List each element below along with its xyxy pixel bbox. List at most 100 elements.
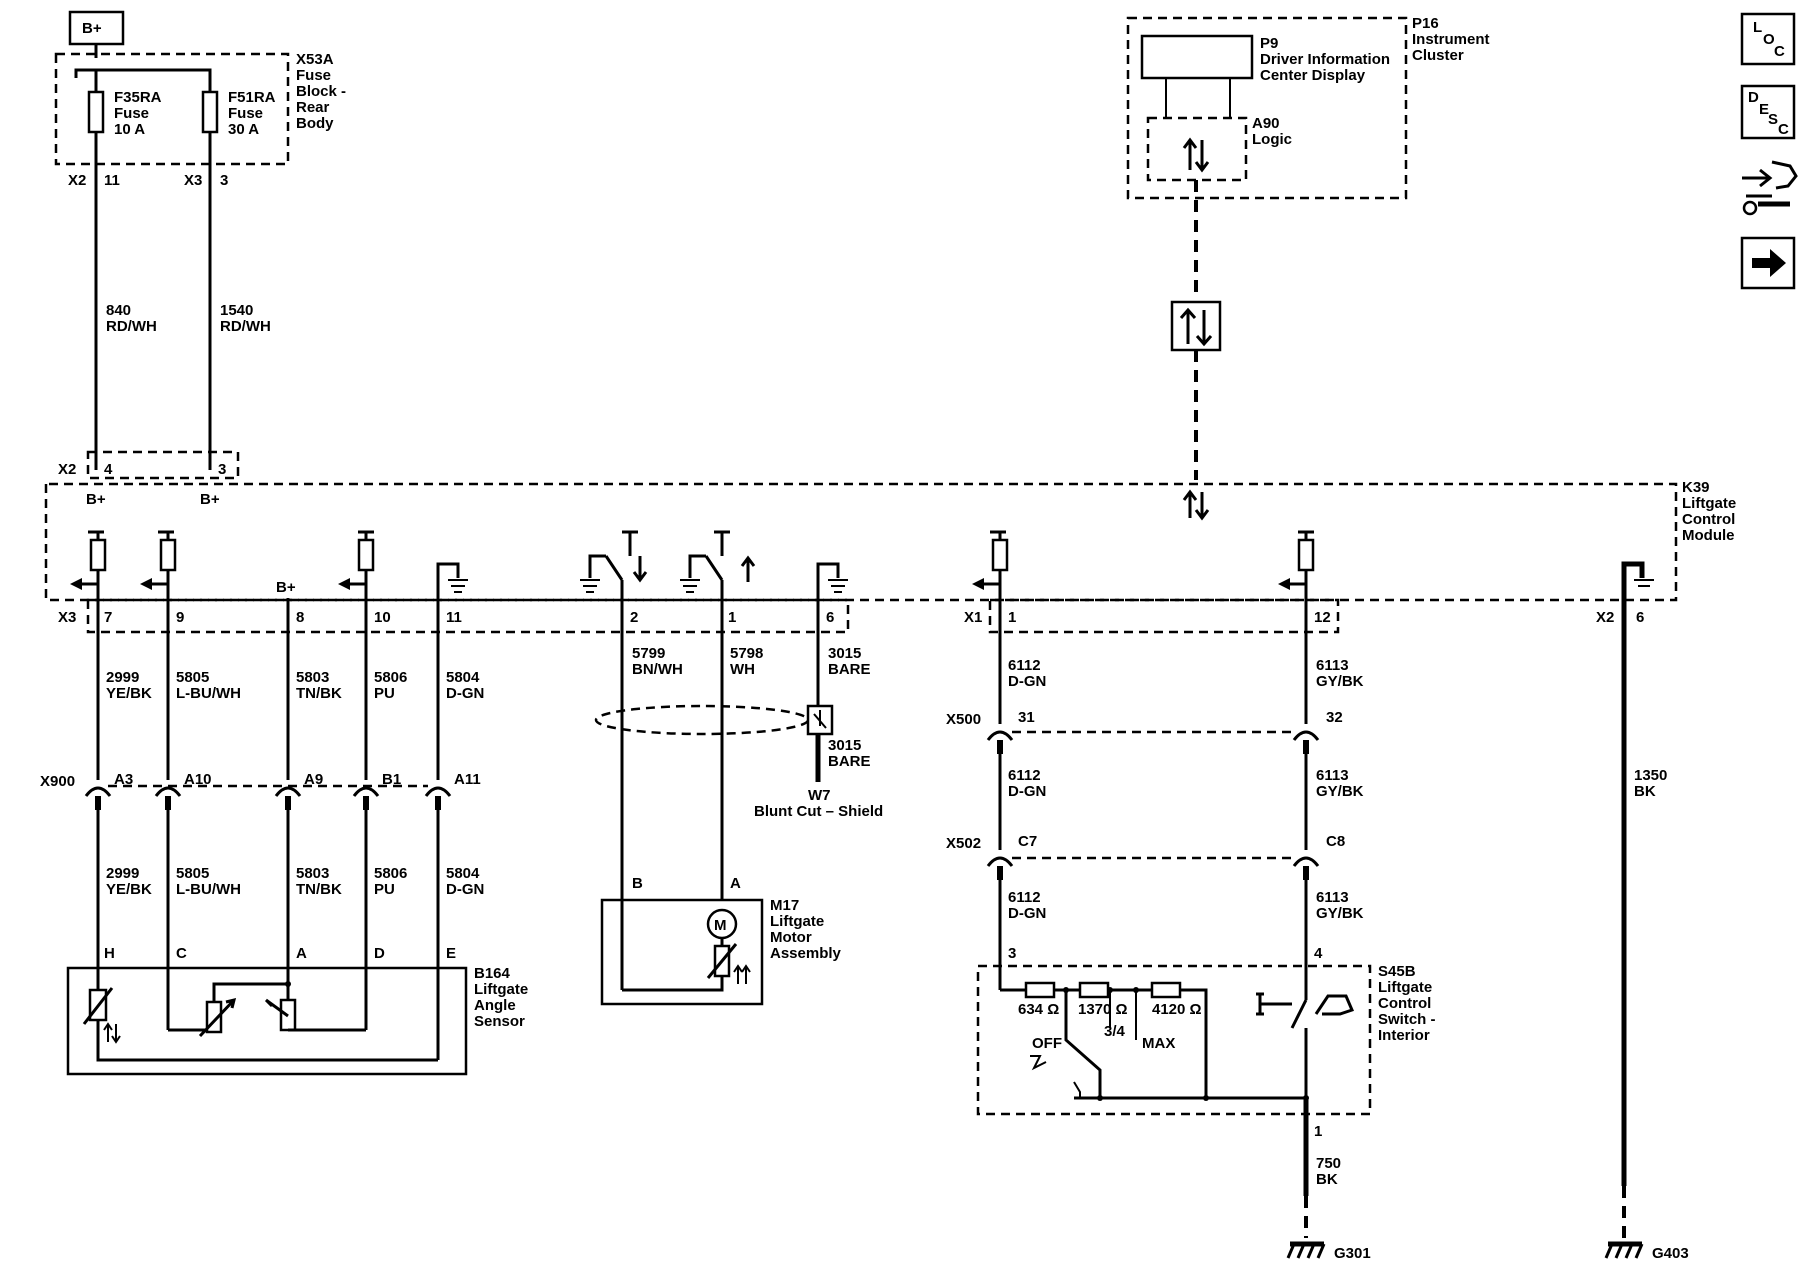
p9-name-2: Center Display <box>1260 67 1366 84</box>
k39-x3-pin-10: 10 <box>374 609 391 626</box>
wire-5804-circuit-b: 5804 <box>446 865 480 882</box>
k39-x3-pin-11: 11 <box>446 609 462 626</box>
fuse-block-x53a: F35RA Fuse 10 A F51RA Fuse 30 A X53A Fus… <box>54 51 346 189</box>
m17-pin-b: B <box>632 875 643 892</box>
s45b-id: S45B <box>1378 963 1416 980</box>
wire-2999-circuit-a: 2999 <box>106 669 139 686</box>
fuse-block-name-4: Body <box>296 115 334 132</box>
desc-s: S <box>1768 111 1778 128</box>
fuse-f51ra-id: F51RA <box>228 89 276 106</box>
x502-pin-c7: C7 <box>1018 833 1037 850</box>
wire-5806-circuit-a: 5806 <box>374 669 407 686</box>
serial-data-link <box>1170 180 1222 521</box>
ground-wires: 1 750 BK 1350 BK <box>1303 640 1667 1238</box>
wire-5803-circuit-b: 5803 <box>296 865 329 882</box>
wire-6113-circuit-b: 6113 <box>1316 767 1349 784</box>
a90-name: Logic <box>1252 131 1292 148</box>
fuse-block-id: X53A <box>296 51 334 68</box>
loc-c: C <box>1774 43 1785 60</box>
x500-pin-31: 31 <box>1018 709 1035 726</box>
wire-750-color: BK <box>1316 1171 1338 1188</box>
wire-5799-circuit: 5799 <box>632 645 665 662</box>
position-max: MAX <box>1142 1035 1175 1052</box>
m17-pin-a: A <box>730 875 741 892</box>
b164-pin-e: E <box>446 945 456 962</box>
wire-5805-circuit-a: 5805 <box>176 669 209 686</box>
wire-5804-circuit-a: 5804 <box>446 669 480 686</box>
m17-id: M17 <box>770 897 799 914</box>
shield-name: Blunt Cut – Shield <box>754 803 883 820</box>
fuse-f51ra-pin: 3 <box>220 172 228 189</box>
wire-840-circuit: 840 <box>106 302 131 319</box>
service-vehicle-icon[interactable] <box>1742 160 1798 216</box>
wire-1540-circuit: 1540 <box>220 302 253 319</box>
s45b-pin-3: 3 <box>1008 945 1016 962</box>
wire-1350-color: BK <box>1634 783 1656 800</box>
next-arrow-button[interactable] <box>1740 236 1796 290</box>
b164-name-3: Sensor <box>474 1013 525 1030</box>
wire-5799-color: BN/WH <box>632 661 683 678</box>
liftgate-control-module-k39: X2 4 3 B+ B+ K39 Liftgate Control Module… <box>44 450 1736 640</box>
wire-6113-circuit-a: 6113 <box>1316 657 1349 674</box>
location-button[interactable]: L O C <box>1740 12 1796 66</box>
wire-1350-circuit: 1350 <box>1634 767 1667 784</box>
x500-id: X500 <box>946 711 981 728</box>
resistor-634: 634 Ω <box>1018 1001 1059 1018</box>
k39-x2b-conn: X2 <box>1596 609 1614 626</box>
wire-3015-circuit: 3015 <box>828 645 861 662</box>
k39-x3-pin-1: 1 <box>728 609 736 626</box>
k39-name-1: Liftgate <box>1682 495 1736 512</box>
wire-6112-circuit-b: 6112 <box>1008 767 1041 784</box>
wire-5805-color-a: L-BU/WH <box>176 685 241 702</box>
ground-g301: G301 <box>1286 1241 1371 1262</box>
wire-6112-circuit-c: 6112 <box>1008 889 1041 906</box>
motor-wires: 5799 BN/WH 5798 WH 3015 BARE 3015 BARE W… <box>594 640 883 990</box>
b164-pin-a: A <box>296 945 307 962</box>
wire-5806-circuit-b: 5806 <box>374 865 407 882</box>
ground-g403: G403 <box>1604 1241 1689 1262</box>
p16-name-2: Cluster <box>1412 47 1464 64</box>
fuse-block-name-3: Rear <box>296 99 330 116</box>
k39-name-3: Module <box>1682 527 1735 544</box>
k39-x2b-pin-6: 6 <box>1636 609 1644 626</box>
wire-5806-color-a: PU <box>374 685 395 702</box>
position-3-4: 3/4 <box>1104 1023 1126 1040</box>
desc-e: E <box>1759 101 1769 118</box>
s45b-name-1: Liftgate <box>1378 979 1432 996</box>
p9-id: P9 <box>1260 35 1278 52</box>
x900-id: X900 <box>40 773 75 790</box>
shield-id: W7 <box>808 787 831 804</box>
k39-x3-pin-9: 9 <box>176 609 184 626</box>
x900-pin-a9: A9 <box>304 771 323 788</box>
position-off: OFF <box>1032 1035 1062 1052</box>
wire-6112-color-c: D-GN <box>1008 905 1046 922</box>
b164-pin-c: C <box>176 945 187 962</box>
instrument-cluster-p16: P9 Driver Information Center Display A90… <box>1126 15 1490 200</box>
m17-name-3: Assembly <box>770 945 842 962</box>
motor-symbol: M <box>714 917 727 934</box>
a90-id: A90 <box>1252 115 1280 132</box>
x900-pin-a11: A11 <box>454 771 481 788</box>
k39-name-2: Control <box>1682 511 1735 528</box>
wire-6112-color-a: D-GN <box>1008 673 1046 690</box>
shield-circuit: 3015 <box>828 737 861 754</box>
fuse-f51ra-type: Fuse <box>228 105 263 122</box>
wire-5803-color-a: TN/BK <box>296 685 342 702</box>
wire-5798-circuit: 5798 <box>730 645 763 662</box>
b164-name-2: Angle <box>474 997 516 1014</box>
bplus-label: B+ <box>82 20 102 37</box>
fuse-f51ra-conn: X3 <box>184 172 202 189</box>
wire-6113-color-a: GY/BK <box>1316 673 1364 690</box>
x502-pin-c8: C8 <box>1326 833 1345 850</box>
k39-internal-circuits: B+ <box>70 530 1654 640</box>
resistor-1370: 1370 Ω <box>1078 1001 1128 1018</box>
k39-x1-pin-1: 1 <box>1008 609 1016 626</box>
b164-name-1: Liftgate <box>474 981 528 998</box>
k39-bplus-1: B+ <box>86 491 106 508</box>
description-button[interactable]: D E S C <box>1740 84 1796 140</box>
wire-1540-color: RD/WH <box>220 318 271 335</box>
x900-pin-a10: A10 <box>184 771 212 788</box>
k39-x2-conn: X2 <box>58 461 76 478</box>
k39-x1-conn: X1 <box>964 609 982 626</box>
